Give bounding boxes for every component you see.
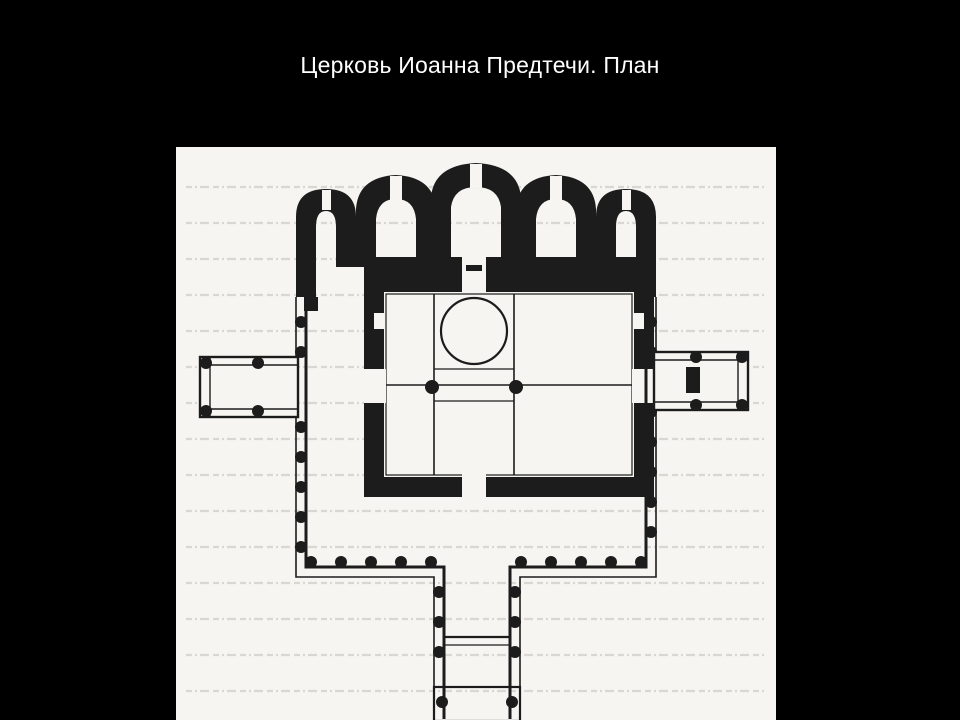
east-porch [652,350,750,412]
church-floor-plan [186,163,766,720]
floor-plan-image [176,147,776,720]
gallery-columns [295,297,657,658]
apses [296,163,656,297]
main-core [364,257,654,497]
south-porch [432,635,522,720]
west-porch [198,355,300,419]
slide-title: Церковь Иоанна Предтечи. План [300,52,660,78]
